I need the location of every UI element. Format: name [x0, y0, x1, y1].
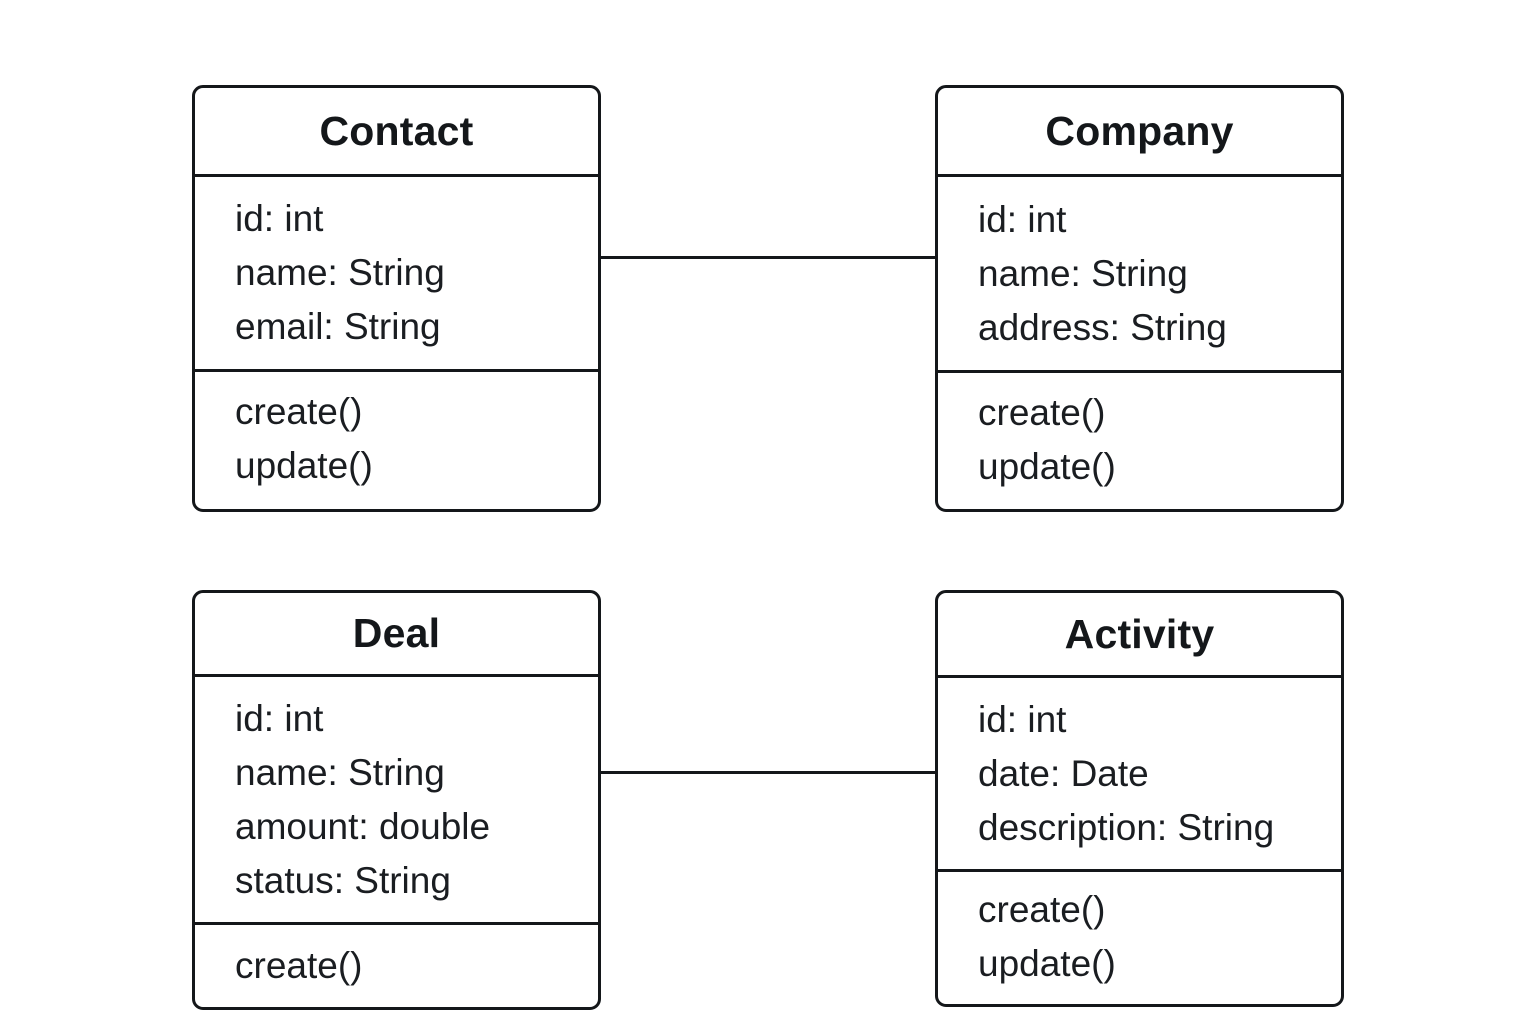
- class-box-activity[interactable]: Activity id: int date: Date description:…: [935, 590, 1344, 1007]
- operation-item: create(): [978, 888, 1106, 930]
- class-name-activity: Activity: [938, 593, 1341, 678]
- class-box-deal[interactable]: Deal id: int name: String amount: double…: [192, 590, 601, 1010]
- attribute-item: id: int: [978, 698, 1067, 740]
- operation-item: update(): [978, 445, 1116, 487]
- attribute-item: description: String: [978, 806, 1275, 848]
- attributes-compartment-company: id: int name: String address: String: [938, 177, 1341, 373]
- attribute-item: id: int: [235, 697, 324, 739]
- operation-item: create(): [978, 391, 1106, 433]
- class-name-company: Company: [938, 88, 1341, 177]
- operations-compartment-activity: create() update(): [938, 872, 1341, 1001]
- class-box-contact[interactable]: Contact id: int name: String email: Stri…: [192, 85, 601, 512]
- class-box-company[interactable]: Company id: int name: String address: St…: [935, 85, 1344, 512]
- attribute-item: name: String: [978, 252, 1188, 294]
- operations-compartment-contact: create() update(): [195, 372, 598, 506]
- attribute-item: name: String: [235, 252, 445, 293]
- attribute-item: id: int: [235, 198, 324, 239]
- operations-compartment-deal: create(): [195, 925, 598, 1007]
- class-name-contact: Contact: [195, 88, 598, 177]
- operation-item: update(): [978, 942, 1116, 984]
- operation-item: create(): [235, 391, 363, 432]
- attribute-item: id: int: [978, 198, 1067, 240]
- operation-item: update(): [235, 445, 373, 486]
- attribute-item: amount: double: [235, 805, 491, 847]
- operations-compartment-company: create() update(): [938, 373, 1341, 506]
- attributes-compartment-deal: id: int name: String amount: double stat…: [195, 677, 598, 925]
- association-contact-company: [599, 256, 937, 259]
- association-deal-activity: [599, 771, 937, 774]
- attribute-item: name: String: [235, 751, 445, 793]
- attributes-compartment-contact: id: int name: String email: String: [195, 177, 598, 372]
- attribute-item: email: String: [235, 306, 441, 347]
- attributes-compartment-activity: id: int date: Date description: String: [938, 678, 1341, 872]
- class-name-deal: Deal: [195, 593, 598, 677]
- attribute-item: status: String: [235, 859, 451, 901]
- attribute-item: address: String: [978, 306, 1227, 348]
- operation-item: create(): [235, 945, 363, 986]
- attribute-item: date: Date: [978, 752, 1149, 794]
